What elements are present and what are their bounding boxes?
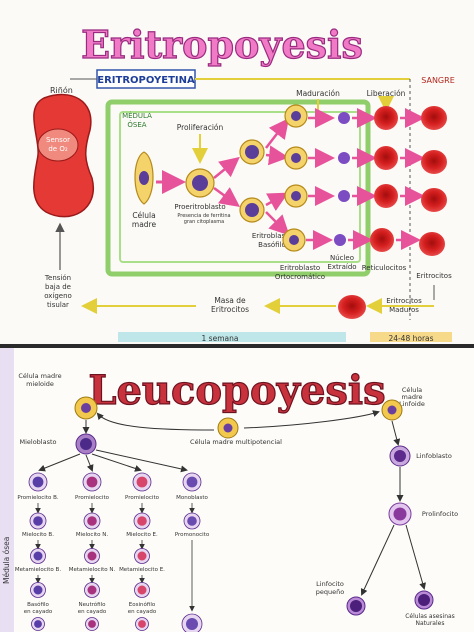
stimulus-line1: Tensión: [44, 274, 71, 282]
column-2-stage4-cell-nucleus: [137, 585, 147, 595]
marrow-side-label: Médula ósea: [2, 537, 11, 584]
column-0-stage5-cell-nucleus: [34, 620, 42, 628]
column-3-stage2-label: Promonocito: [175, 532, 210, 538]
leukopoiesis-diagram: Médula ósea Leucopoyesis Célula madre mi…: [0, 348, 458, 632]
basophilic-label1: Eritroblasto: [252, 232, 292, 240]
column-0-stage2-label: Mielocito B.: [22, 532, 54, 538]
nk-label2: Naturales: [416, 620, 445, 627]
column-2-stage1-label: Promielocito: [125, 495, 160, 501]
eritro-title: Eritropoyesis: [81, 22, 363, 67]
stem-label2: madre: [132, 220, 157, 229]
release-label: Liberación: [367, 89, 406, 98]
hormone-label: ERITROPOYETINA: [97, 75, 195, 86]
lymphoid-stem-label3: Linfoide: [399, 400, 425, 408]
proery-note2: gran citoplasma: [184, 219, 224, 225]
myeloid-stem-label1: Célula madre: [18, 372, 61, 380]
maturation-label: Maduración: [296, 89, 340, 98]
reticulocyte-cells: [370, 106, 398, 252]
column-2-stage3-cell-nucleus: [137, 551, 147, 561]
proerythroblast-label: Proeritroblasto: [174, 203, 225, 211]
kidney-label: Riñón: [50, 85, 73, 95]
erythropoiesis-page: Eritropoyesis ERITROPOYETINA Riñón Senso…: [0, 0, 474, 344]
lymphoid-stem-label1: Célula: [402, 386, 422, 394]
column-1-stage1-label: Promielocito: [75, 495, 110, 501]
mature-label1: Eritrocitos: [386, 297, 422, 305]
column-0-stage3-label: Metamielocito B.: [15, 567, 61, 573]
stimulus-line2: baja de: [45, 283, 71, 291]
myeloid-columns: Promielocito B. Mielocito B. Metamielocito…: [15, 472, 210, 632]
nucleus-label1: Núcleo: [330, 254, 354, 262]
column-3-stage1-cell-nucleus: [186, 476, 198, 488]
column-1-stage5-cell-nucleus: [88, 620, 96, 628]
column-1-stage3-cell-nucleus: [87, 551, 97, 561]
column-2-stage1-cell-nucleus: [136, 476, 148, 488]
column-1-stage3-label: Metamielocito N.: [69, 567, 116, 573]
myeloid-stem-label2: mieloide: [26, 380, 54, 388]
ortho-label2: Ortocromático: [275, 273, 325, 281]
mass-label1: Masa de: [214, 296, 246, 305]
lymphoid-stem-label2: madre: [402, 393, 423, 401]
mature-label2: Maduros: [389, 306, 419, 314]
small-lymph-label1: Linfocito: [316, 580, 344, 588]
hours-label: 24-48 horas: [388, 334, 433, 343]
reticulocytes-label: Reticulocitos: [362, 264, 407, 272]
gen3-cells: [282, 104, 308, 252]
erythropoiesis-diagram: Eritropoyesis ERITROPOYETINA Riñón Senso…: [33, 21, 455, 343]
mass-label2: Eritrocitos: [211, 305, 249, 314]
column-0-stage4-label1: Basófilo: [27, 601, 49, 608]
myeloblast-label: Mieloblasto: [19, 438, 56, 446]
stimulus-line4: tisular: [47, 301, 69, 309]
column-1-stage2-cell-nucleus: [87, 516, 97, 526]
column-1-stage4-label1: Neutrófilo: [78, 601, 106, 608]
lymphoblast-label: Linfoblasto: [416, 452, 452, 460]
column-0-stage3-cell-nucleus: [33, 551, 43, 561]
leuco-title: Leucopoyesis: [88, 367, 385, 414]
mature-rbc-icon: [338, 295, 366, 319]
basophilic-label2: Basófilo: [258, 241, 286, 249]
proery-note1: Presencia de ferritina: [177, 213, 230, 219]
multipotent-label: Célula madre multipotencial: [190, 438, 282, 446]
column-2-stage2-label: Mielocito E.: [126, 532, 158, 538]
column-0-stage1-label: Promielocito B.: [17, 495, 58, 501]
marrow-label2: ÓSEA: [127, 120, 146, 129]
column-1-stage1-cell-nucleus: [86, 476, 98, 488]
column-0-stage2-cell-nucleus: [33, 516, 43, 526]
erythrocyte-cells: [419, 106, 447, 256]
extruded-nucleus-cells: [334, 112, 350, 246]
column-3-stage1-label: Monoblasto: [176, 495, 208, 501]
column-2-stage4-label1: Eosinófilo: [129, 601, 156, 608]
week-bar: [118, 332, 346, 342]
proliferation-label: Proliferación: [177, 123, 224, 132]
stimulus-line3: oxígeno: [44, 292, 72, 300]
nucleus-label2: Extraído: [327, 263, 356, 271]
column-1-stage4-label2: en cayado: [78, 609, 107, 615]
column-3-monocyte-cell-nucleus: [186, 618, 198, 630]
leukopoiesis-page: Médula ósea Leucopoyesis Célula madre mi…: [0, 348, 474, 632]
ortho-label1: Eritroblasto: [280, 264, 320, 272]
column-2-stage4-label2: en cayado: [128, 609, 157, 615]
column-0-stage1-cell-nucleus: [32, 476, 44, 488]
week-label: 1 semana: [202, 334, 239, 343]
erythrocytes-label: Eritrocitos: [416, 272, 452, 280]
marrow-sidebar: [0, 348, 14, 632]
stem-label1: Célula: [132, 211, 155, 220]
column-0-stage4-cell-nucleus: [33, 585, 43, 595]
nk-label1: Células asesinas: [405, 613, 455, 620]
small-lymph-label2: pequeño: [316, 588, 344, 596]
column-0-stage4-label2: en cayado: [24, 609, 53, 615]
column-2-stage5-cell-nucleus: [138, 620, 146, 628]
sensor-line2: de O₂: [48, 145, 67, 153]
sensor-line1: Sensor: [46, 136, 70, 144]
hours-bar: [370, 332, 452, 342]
column-2-stage3-label: Metamielocito E.: [119, 567, 165, 573]
prolymphocyte-label: Prolinfocito: [422, 510, 458, 518]
column-1-stage4-cell-nucleus: [87, 585, 97, 595]
column-3-stage2-cell-nucleus: [187, 516, 197, 526]
blood-label: SANGRE: [421, 76, 455, 85]
column-1-stage2-label: Mielocito N.: [76, 532, 108, 538]
column-2-stage2-cell-nucleus: [137, 516, 147, 526]
marrow-label1: MÉDULA: [122, 111, 152, 120]
